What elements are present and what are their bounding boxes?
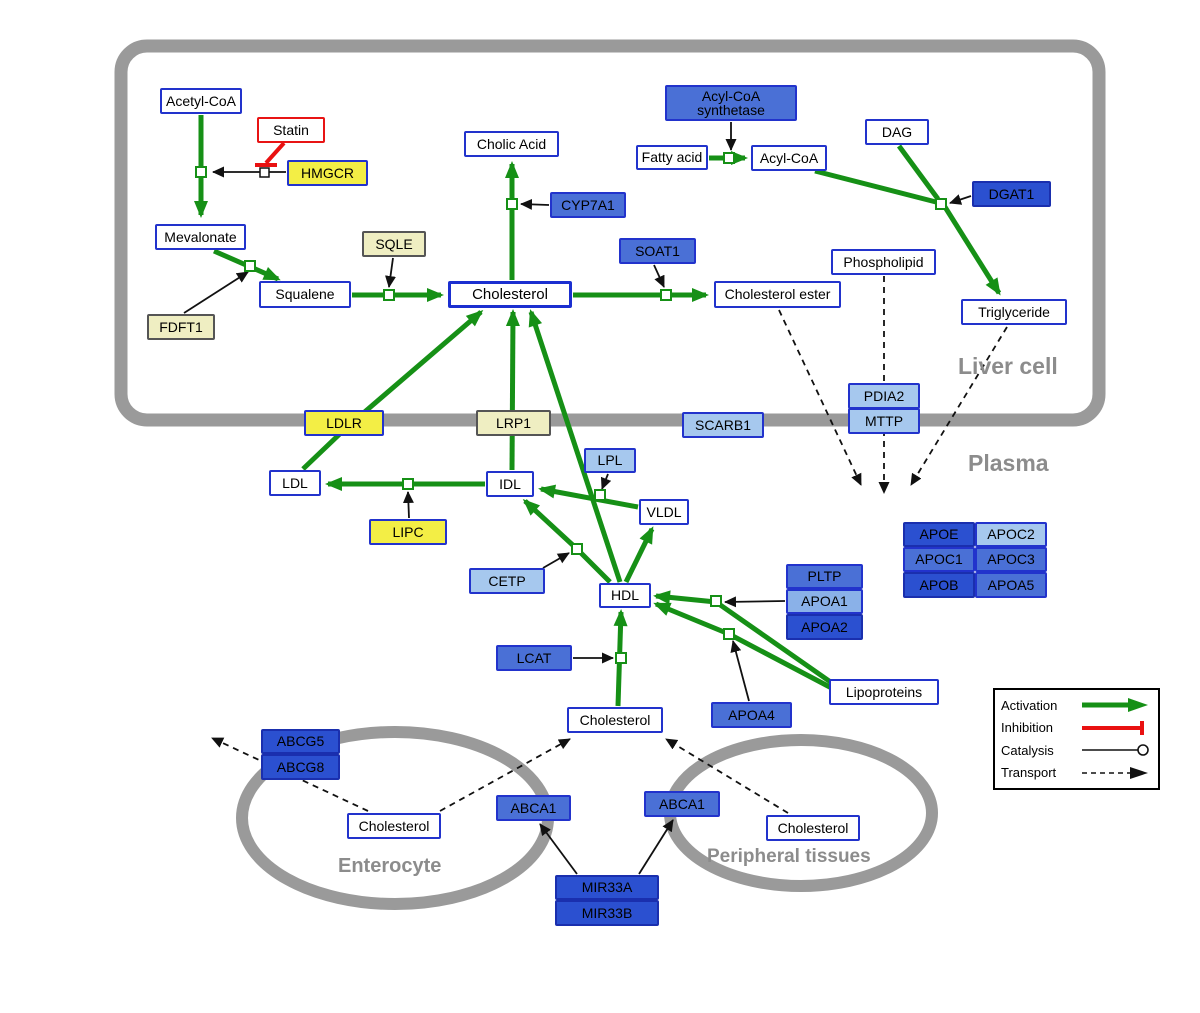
node-cholesterol-plasma[interactable]: Cholesterol (567, 707, 663, 733)
node-apoe[interactable]: APOE (903, 522, 975, 547)
edge-apoa4-catalysis (730, 640, 750, 702)
node-ldl[interactable]: LDL (269, 470, 321, 496)
legend-catalysis-label: Catalysis (1001, 742, 1054, 758)
node-lipoproteins[interactable]: Lipoproteins (829, 679, 939, 705)
edge-sqle-catalysis (385, 257, 396, 288)
node-dgat1[interactable]: DGAT1 (972, 181, 1051, 207)
node-dag[interactable]: DAG (865, 119, 929, 145)
node-apoc1[interactable]: APOC1 (903, 547, 975, 572)
node-abcg5[interactable]: ABCG5 (261, 729, 340, 754)
node-apoa5[interactable]: APOA5 (975, 572, 1047, 598)
node-hdl[interactable]: HDL (599, 583, 651, 608)
edge-peripheral-abca1-cholesterol (665, 738, 789, 814)
node-mevalonate[interactable]: Mevalonate (155, 224, 246, 250)
node-mttp[interactable]: MTTP (848, 408, 920, 434)
node-pltp[interactable]: PLTP (786, 564, 863, 589)
legend-row-transport: Transport (1001, 762, 1152, 784)
node-fdft1[interactable]: FDFT1 (147, 314, 215, 340)
edge-mir33-abca1-peripheral (638, 819, 674, 875)
edge-soat1-catalysis (653, 264, 665, 288)
node-apoa4[interactable]: APOA4 (711, 702, 792, 728)
edge-hdl-cholesterol (528, 309, 623, 583)
node-lrp1[interactable]: LRP1 (476, 410, 551, 436)
legend-row-inhibition: Inhibition (1001, 717, 1152, 739)
node-abca1-peripheral[interactable]: ABCA1 (644, 791, 720, 817)
edge-cetp-catalysis (542, 552, 570, 569)
edge-statin-inhibits-hmgcr (264, 141, 286, 165)
node-triglyceride[interactable]: Triglyceride (961, 299, 1067, 325)
node-cetp[interactable]: CETP (469, 568, 545, 594)
edge-fdft1-catalysis (183, 271, 249, 314)
node-cyp7a1[interactable]: CYP7A1 (550, 192, 626, 218)
node-lipc[interactable]: LIPC (369, 519, 447, 545)
edge-hdl-cetp-vldl (623, 526, 655, 584)
transport-dashed-arrow-icon (1082, 766, 1148, 779)
node-phospholipid[interactable]: Phospholipid (831, 249, 936, 275)
edge-acylcoa-dgat-junction (814, 168, 937, 205)
node-apoa2[interactable]: APOA2 (786, 614, 863, 640)
node-hmgcr[interactable]: HMGCR (287, 160, 368, 186)
edge-ldl-ldlr-cholesterol (301, 310, 484, 471)
node-apoa1[interactable]: APOA1 (786, 589, 863, 614)
edge-lipc-catalysis (402, 491, 414, 519)
legend-inhibition-label: Inhibition (1001, 720, 1054, 736)
node-soat1[interactable]: SOAT1 (619, 238, 696, 264)
node-acyl-coa[interactable]: Acyl-CoA (751, 145, 827, 171)
plasma-label: Plasma (968, 450, 1049, 476)
inhibition-tbar-icon (1082, 720, 1144, 735)
node-cholesterol-enterocyte[interactable]: Cholesterol (347, 813, 441, 839)
node-cholic-acid[interactable]: Cholic Acid (464, 131, 559, 157)
activation-arrow-icon (1082, 698, 1148, 713)
node-acyl-coa-synthetase[interactable]: Acyl-CoA synthetase (665, 85, 797, 121)
edge-dgat-triglyceride (942, 205, 1002, 296)
legend-activation-label: Activation (1001, 697, 1058, 713)
peripheral-tissues-label: Peripheral tissues (707, 846, 871, 867)
edge-dag-dgat-junction (896, 144, 941, 201)
node-lpl[interactable]: LPL (584, 448, 636, 473)
node-apob[interactable]: APOB (903, 572, 975, 598)
legend: Activation Inhibition Catalysis Transpor… (993, 688, 1160, 790)
edge-lpl-catalysis (600, 473, 612, 490)
node-scarb1[interactable]: SCARB1 (682, 412, 764, 438)
node-cholesterol-liver[interactable]: Cholesterol (448, 281, 572, 308)
statin-junction-node (259, 167, 270, 178)
edge-triglyceride-to-plasma (910, 326, 1008, 486)
node-statin[interactable]: Statin (257, 117, 325, 143)
node-idl[interactable]: IDL (486, 471, 534, 497)
catalysis-circle-icon (1082, 744, 1149, 757)
liver-cell-membrane (114, 39, 1106, 427)
node-ldlr[interactable]: LDLR (304, 410, 384, 436)
edge-enterocyte-abca1-cholesterol (439, 738, 571, 812)
node-cholesterol-peripheral[interactable]: Cholesterol (766, 815, 860, 841)
node-vldl[interactable]: VLDL (639, 499, 689, 525)
node-squalene[interactable]: Squalene (259, 281, 351, 308)
node-mir33b[interactable]: MIR33B (555, 900, 659, 926)
legend-row-catalysis: Catalysis (1001, 739, 1152, 761)
node-mir33a[interactable]: MIR33A (555, 875, 659, 900)
node-fatty-acid[interactable]: Fatty acid (636, 145, 708, 170)
edge-dgat1-catalysis (949, 194, 972, 205)
node-apoc3[interactable]: APOC3 (975, 547, 1047, 572)
legend-row-activation: Activation (1001, 694, 1152, 716)
edge-apoa-group-catalysis (724, 596, 786, 608)
node-sqle[interactable]: SQLE (362, 231, 426, 257)
edge-idl-lrp1-cholesterol (505, 309, 520, 471)
node-abca1-enterocyte[interactable]: ABCA1 (496, 795, 571, 821)
reaction-nodes (195, 152, 947, 664)
node-abcg8[interactable]: ABCG8 (261, 754, 340, 780)
node-apoc2[interactable]: APOC2 (975, 522, 1047, 547)
edge-vldl-idl (538, 484, 639, 510)
legend-transport-label: Transport (1001, 765, 1057, 781)
enterocyte-label: Enterocyte (338, 855, 442, 877)
node-pdia2[interactable]: PDIA2 (848, 383, 920, 409)
liver-cell-label: Liver cell (958, 353, 1058, 379)
node-lcat[interactable]: LCAT (496, 645, 572, 671)
node-acetyl-coa[interactable]: Acetyl-CoA (160, 88, 242, 114)
node-cholesterol-ester[interactable]: Cholesterol ester (714, 281, 841, 308)
edge-cyp7a1-catalysis (520, 198, 550, 210)
edge-enterocyte-abcg-efflux (211, 737, 369, 812)
edge-mir33-abca1-enterocyte (539, 823, 578, 875)
